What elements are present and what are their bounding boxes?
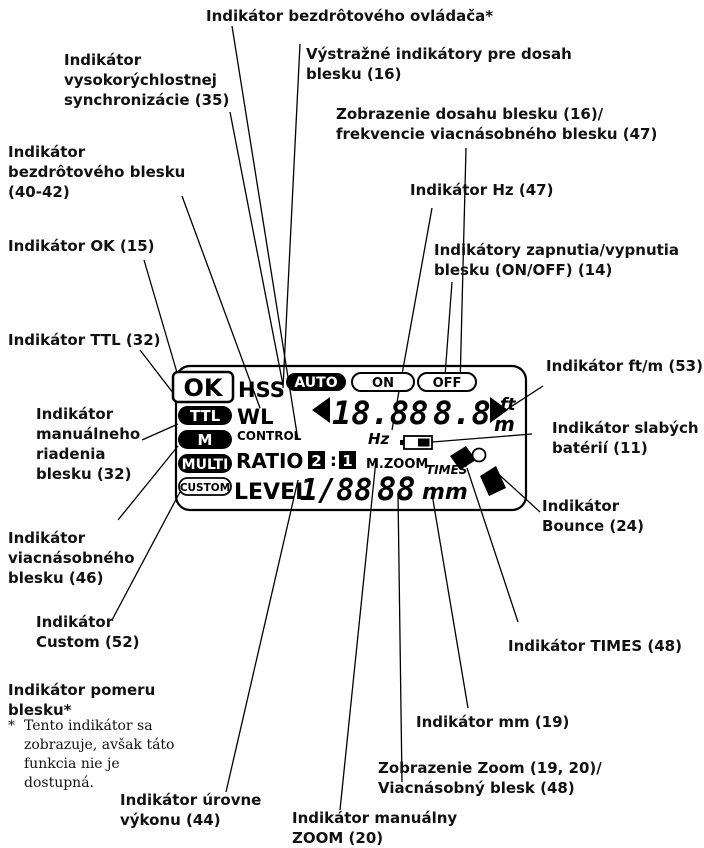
label-hss: Indikátor vysokorýchlostnej synchronizác… xyxy=(64,51,230,109)
flash-range-digits: 18.88 xyxy=(332,394,428,432)
leader-lines xyxy=(111,25,544,811)
range-warning-right-icon xyxy=(490,397,508,423)
lcd-panel xyxy=(174,364,528,512)
leader-mm xyxy=(431,493,469,709)
m-indicator: M xyxy=(198,431,213,449)
auto-pill xyxy=(286,373,346,391)
footnote-text: Tento indikátor sa zobrazuje, avšak táto… xyxy=(24,718,175,791)
level-value: 1/88 xyxy=(300,473,372,508)
leader-zoom-display xyxy=(397,493,403,783)
ratio-b-box xyxy=(339,451,356,469)
leader-custom xyxy=(111,491,181,621)
ratio-a-box xyxy=(308,451,325,469)
label-manual-zoom: Indikátor manuálny ZOOM (20) xyxy=(292,809,458,847)
label-manual-flash: Indikátor manuálneho riadenia blesku (32… xyxy=(36,405,141,483)
label-ftm: Indikátor ft/m (53) xyxy=(546,357,703,375)
leader-on-off xyxy=(444,281,453,377)
leader-level xyxy=(225,479,299,793)
label-zoom-display: Zobrazenie Zoom (19, 20)/ Viacnásobný bl… xyxy=(378,759,602,797)
ft-indicator: ft xyxy=(500,395,516,415)
leader-bounce xyxy=(493,469,541,513)
label-wireless-flash: Indikátor bezdrôtového blesku (40-42) xyxy=(8,143,186,201)
manual-zoom-indicator: M.ZOOM xyxy=(366,457,428,472)
low-battery-icon xyxy=(400,435,433,450)
label-custom: Indikátor Custom (52) xyxy=(36,613,140,651)
label-times: Indikátor TIMES (48) xyxy=(508,637,682,655)
label-low-battery: Indikátor slabých batérií (11) xyxy=(552,419,699,457)
m-pill xyxy=(178,430,232,449)
ok-indicator-box xyxy=(171,370,235,404)
hz-indicator: Hz xyxy=(368,430,390,448)
bounce-icon xyxy=(450,446,506,496)
leader-flash-range-display xyxy=(459,147,467,387)
ratio-colon: : xyxy=(330,451,337,471)
on-pill xyxy=(351,372,415,392)
label-wireless-controller: Indikátor bezdrôtového ovládača* xyxy=(206,7,494,25)
leader-manual-flash xyxy=(141,423,179,441)
control-indicator: CONTROL xyxy=(237,429,302,443)
multi-pill xyxy=(178,454,232,473)
label-ok: Indikátor OK (15) xyxy=(8,237,155,255)
label-multi-flash: Indikátor viacnásobného blesku (46) xyxy=(8,529,135,587)
leader-ok xyxy=(143,259,179,377)
label-ratio: Indikátor pomeru blesku* xyxy=(8,681,156,719)
label-hz: Indikátor Hz (47) xyxy=(410,181,554,199)
footnote-marker: * xyxy=(8,718,15,734)
leader-ftm xyxy=(505,385,544,411)
leader-flash-range-warning xyxy=(282,43,301,389)
ok-indicator: OK xyxy=(184,374,224,402)
multi-indicator: MULTI xyxy=(182,457,229,473)
label-level: Indikátor úrovne výkonu (44) xyxy=(120,791,262,829)
hss-indicator: HSS xyxy=(238,378,285,402)
ttl-indicator: TTL xyxy=(190,407,221,425)
leader-wireless-controller xyxy=(231,25,299,441)
label-bounce: Indikátor Bounce (24) xyxy=(542,497,644,535)
leader-hz xyxy=(391,207,433,431)
range-warning-left-icon xyxy=(312,397,330,423)
auto-indicator: AUTO xyxy=(294,375,337,391)
zoom-digits: 88 xyxy=(377,470,416,508)
off-indicator: OFF xyxy=(433,376,462,391)
leader-manual-zoom xyxy=(339,459,377,811)
flash-range-digits-b: 8.8 xyxy=(433,394,491,432)
mm-indicator: mm xyxy=(422,480,468,505)
leader-wireless-flash xyxy=(181,195,261,409)
wl-indicator: WL xyxy=(237,405,274,429)
m-unit-indicator: m xyxy=(494,412,515,436)
custom-indicator: CUSTOM xyxy=(180,482,230,494)
label-mm: Indikátor mm (19) xyxy=(416,713,570,731)
leader-times xyxy=(466,467,519,623)
label-flash-range-display: Zobrazenie dosahu blesku (16)/ frekvenci… xyxy=(336,105,658,143)
times-indicator: TIMES xyxy=(426,463,467,477)
ratio-a-value: 2 xyxy=(311,452,321,470)
ratio-b-value: 1 xyxy=(342,452,352,470)
leader-low-battery xyxy=(431,433,533,443)
on-indicator: ON xyxy=(372,376,394,391)
leader-multi-flash xyxy=(117,445,179,521)
ratio-indicator: RATIO xyxy=(236,449,303,473)
level-indicator: LEVEL xyxy=(234,480,309,505)
label-on-off: Indikátory zapnutia/vypnutia blesku (ON/… xyxy=(434,241,680,279)
label-ttl: Indikátor TTL (32) xyxy=(8,331,161,349)
custom-pill xyxy=(178,477,232,496)
label-flash-range-warning: Výstražné indikátory pre dosah blesku (1… xyxy=(306,45,572,83)
leader-hss xyxy=(229,111,284,386)
ttl-pill xyxy=(178,406,232,425)
off-pill xyxy=(417,372,477,392)
